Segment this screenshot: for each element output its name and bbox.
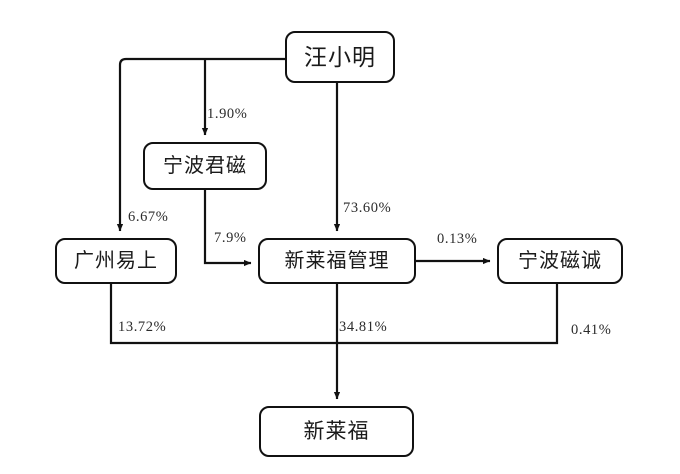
edge-label-xinlaifu-guanli-to-xinlaifu: 34.81% (339, 319, 388, 335)
edge-label-wang-to-ningbo-junci: 1.90% (207, 106, 248, 122)
node-label: 汪小明 (304, 44, 376, 70)
node-label: 广州易上 (74, 250, 158, 272)
node-label: 新莱福管理 (284, 250, 390, 272)
edge-guangzhou-yishang-to-xinlaifu (109, 284, 337, 345)
node-ningbo-junci[interactable]: 宁波君磁 (143, 142, 267, 190)
edge-label-wang-to-guangzhou-yishang: 6.67% (128, 209, 169, 225)
node-xinlaifu[interactable]: 新莱福 (259, 406, 414, 457)
edge-label-guangzhou-yishang-to-xinlaifu: 13.72% (118, 319, 167, 335)
node-label: 新莱福 (303, 419, 370, 443)
node-ningbo-cicheng[interactable]: 宁波磁诚 (497, 238, 623, 284)
node-label: 宁波君磁 (163, 155, 247, 177)
edge-label-ningbo-cicheng-to-xinlaifu: 0.41% (571, 322, 612, 338)
node-wang-xiaoming[interactable]: 汪小明 (285, 31, 395, 83)
edge-wang-to-branch-bus (116, 57, 285, 232)
edge-label-wang-to-xinlaifu-guanli: 73.60% (343, 200, 392, 216)
node-guangzhou-yishang[interactable]: 广州易上 (55, 238, 177, 284)
edge-ningbo-junci-to-xinlaifu-guanli (203, 190, 252, 267)
edge-label-ningbo-junci-to-xinlaifu-guanli: 7.9% (214, 230, 247, 246)
node-xinlaifu-guanli[interactable]: 新莱福管理 (258, 238, 416, 284)
edge-label-xinlaifu-guanli-to-ningbo-cicheng: 0.13% (437, 231, 478, 247)
edge-ningbo-cicheng-to-xinlaifu (337, 284, 559, 345)
node-label: 宁波磁诚 (518, 250, 602, 272)
